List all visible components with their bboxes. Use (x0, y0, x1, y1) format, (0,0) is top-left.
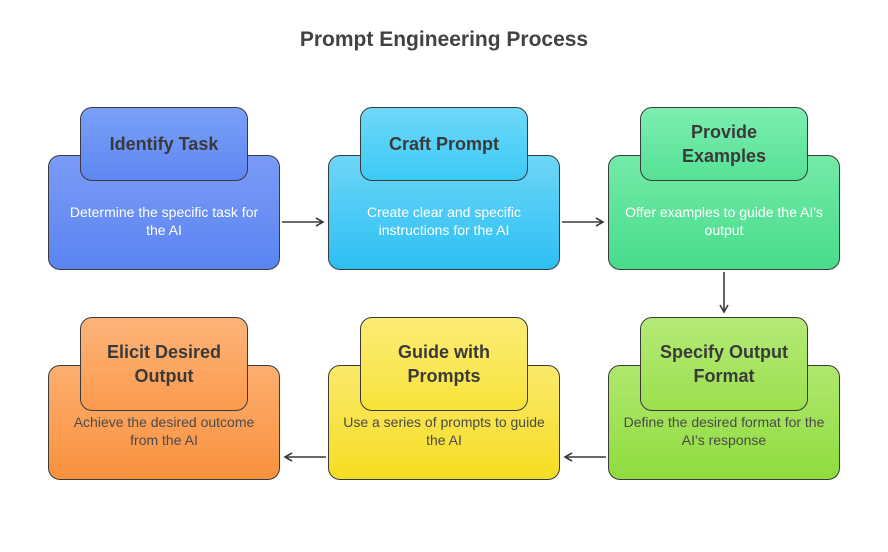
step-description: Achieve the desired outcome from the AI (73, 414, 255, 448)
step-guide-with-prompts: Guide with Prompts Use a series of promp… (328, 317, 560, 503)
step-title: Provide Examples (640, 107, 808, 181)
diagram-title: Prompt Engineering Process (299, 28, 589, 51)
step-title: Elicit Desired Output (80, 317, 248, 411)
step-elicit-desired-output: Elicit Desired Output Achieve the desire… (48, 317, 280, 503)
step-description: Offer examples to guide the AI's output (625, 204, 823, 238)
step-title: Craft Prompt (360, 107, 528, 181)
step-provide-examples: Provide Examples Offer examples to guide… (608, 107, 840, 293)
step-title: Guide with Prompts (360, 317, 528, 411)
step-description: Define the desired format for the AI's r… (623, 414, 825, 448)
step-description: Determine the specific task for the AI (69, 204, 259, 238)
step-description: Use a series of prompts to guide the AI (343, 414, 545, 448)
step-description: Create clear and specific instructions f… (366, 204, 522, 238)
step-title: Identify Task (80, 107, 248, 181)
step-specify-output-format: Specify Output Format Define the desired… (608, 317, 840, 503)
step-craft-prompt: Craft Prompt Create clear and specific i… (328, 107, 560, 293)
step-identify-task: Identify Task Determine the specific tas… (48, 107, 280, 293)
step-title: Specify Output Format (640, 317, 808, 411)
